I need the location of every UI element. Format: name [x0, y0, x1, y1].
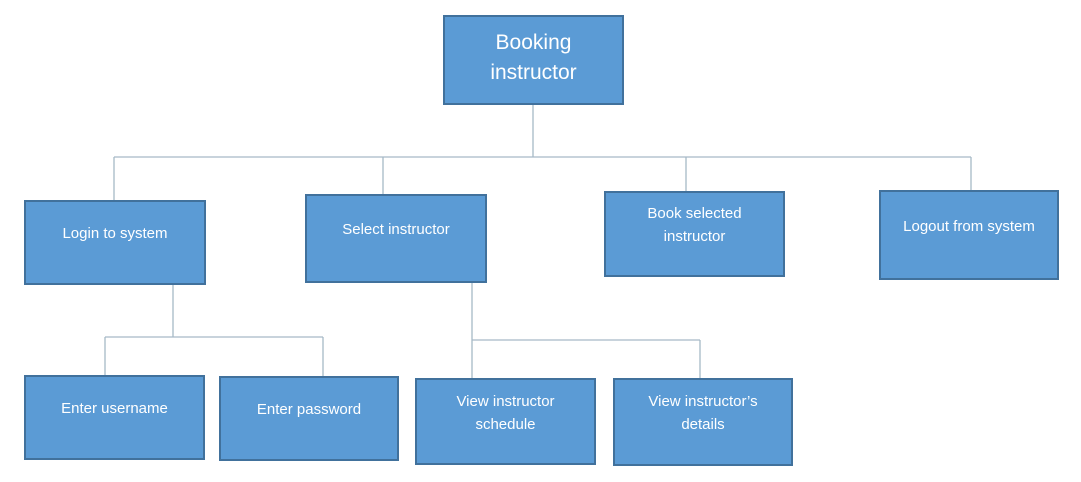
- node-select-instructor-label: Select instructor: [342, 221, 450, 238]
- node-login-to-system: Login to system: [24, 200, 206, 285]
- node-enter-password-label: Enter password: [256, 401, 362, 418]
- node-book-selected-instructor-label: Book selected instructor: [647, 205, 742, 245]
- node-view-instructor-details-label: View instructor’s details: [648, 393, 758, 433]
- node-booking-instructor-label: Booking instructor: [490, 31, 577, 84]
- node-login-to-system-label: Login to system: [62, 225, 168, 242]
- node-logout-from-system: Logout from system: [879, 190, 1059, 280]
- node-enter-username-label: Enter username: [61, 400, 168, 417]
- node-enter-password: Enter password: [219, 376, 399, 461]
- node-select-instructor: Select instructor: [305, 194, 487, 283]
- node-view-instructor-schedule: View instructor schedule: [415, 378, 596, 465]
- node-book-selected-instructor: Book selected instructor: [604, 191, 785, 277]
- node-view-instructor-schedule-label: View instructor schedule: [456, 392, 555, 433]
- node-enter-username: Enter username: [24, 375, 205, 460]
- node-booking-instructor: Booking instructor: [443, 15, 624, 105]
- node-logout-from-system-label: Logout from system: [903, 217, 1035, 235]
- node-view-instructor-details: View instructor’s details: [613, 378, 793, 466]
